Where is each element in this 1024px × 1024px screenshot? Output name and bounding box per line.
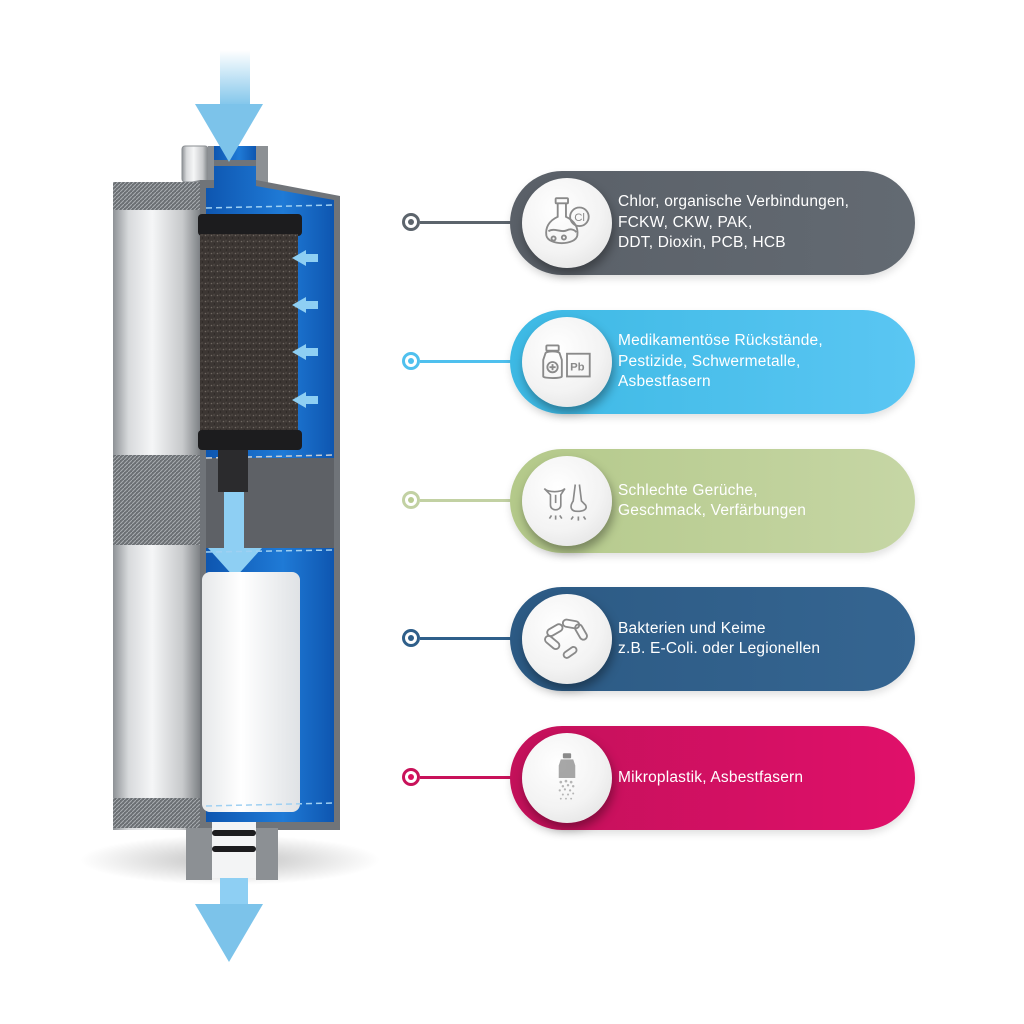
connector-dot <box>402 768 420 786</box>
contaminant-text: Medikamentöse Rückstände, Pestizide, Sch… <box>618 331 897 393</box>
connector-line <box>420 499 520 502</box>
contaminant-pill: Mikroplastik, Asbestfasern <box>510 726 915 830</box>
connector-line <box>420 221 520 224</box>
connector-line <box>420 637 520 640</box>
microplastic-bottle-icon <box>522 733 612 823</box>
text-line: Schlechte Gerüche, <box>618 481 758 499</box>
flask-chlorine-icon: Cl <box>522 178 612 268</box>
svg-text:Cl: Cl <box>574 212 585 224</box>
text-line: Geschmack, Verfärbungen <box>618 502 807 519</box>
contaminant-text: Chlor, organische Verbindungen, FCKW, CK… <box>618 192 897 254</box>
contaminant-row-bacteria: Bakterien und Keime z.B. E-Coli. oder Le… <box>398 587 918 691</box>
text-line: Mikroplastik, Asbestfasern <box>618 768 804 786</box>
contaminant-row-microplastic: Mikroplastik, Asbestfasern <box>398 726 918 830</box>
svg-text:Pb: Pb <box>570 361 585 373</box>
connector-dot <box>402 213 420 231</box>
text-line: Chlor, organische Verbindungen, <box>618 193 850 211</box>
connector-line <box>420 776 520 779</box>
bacteria-icon <box>522 594 612 684</box>
connector-line <box>420 360 520 363</box>
contaminant-pill: Cl Chlor, organische Verbindungen, FCKW,… <box>510 171 915 275</box>
contaminant-row-chlorine: Cl Chlor, organische Verbindungen, FCKW,… <box>398 171 918 275</box>
tongue-nose-icon <box>522 456 612 546</box>
contaminant-pill: Schlechte Gerüche, Geschmack, Verfärbung… <box>510 449 915 553</box>
medicine-lead-icon: Pb <box>522 317 612 407</box>
text-line: Medikamentöse Rückstände, <box>618 332 823 350</box>
contaminant-row-odor-taste: Schlechte Gerüche, Geschmack, Verfärbung… <box>398 449 918 553</box>
text-line: DDT, Dioxin, PCB, HCB <box>618 234 786 252</box>
filter-cartridge-illustration <box>80 50 380 962</box>
connector-dot <box>402 491 420 509</box>
text-line: Pestizide, Schwermetalle, <box>618 352 801 370</box>
contaminant-pill: Pb Medikamentöse Rückstände, Pestizide, … <box>510 310 915 414</box>
text-line: Asbestfasern <box>618 373 711 391</box>
text-line: z.B. E-Coli. oder Legionellen <box>618 640 821 657</box>
contaminant-text: Schlechte Gerüche, Geschmack, Verfärbung… <box>618 481 897 522</box>
contaminant-pill: Bakterien und Keime z.B. E-Coli. oder Le… <box>510 587 915 691</box>
connector-dot <box>402 352 420 370</box>
contaminant-text: Bakterien und Keime z.B. E-Coli. oder Le… <box>618 619 897 660</box>
text-line: Bakterien und Keime <box>618 619 766 637</box>
contaminant-text: Mikroplastik, Asbestfasern <box>618 768 897 789</box>
text-line: FCKW, CKW, PAK, <box>618 213 753 231</box>
connector-dot <box>402 629 420 647</box>
contaminant-row-medication: Pb Medikamentöse Rückstände, Pestizide, … <box>398 310 918 414</box>
